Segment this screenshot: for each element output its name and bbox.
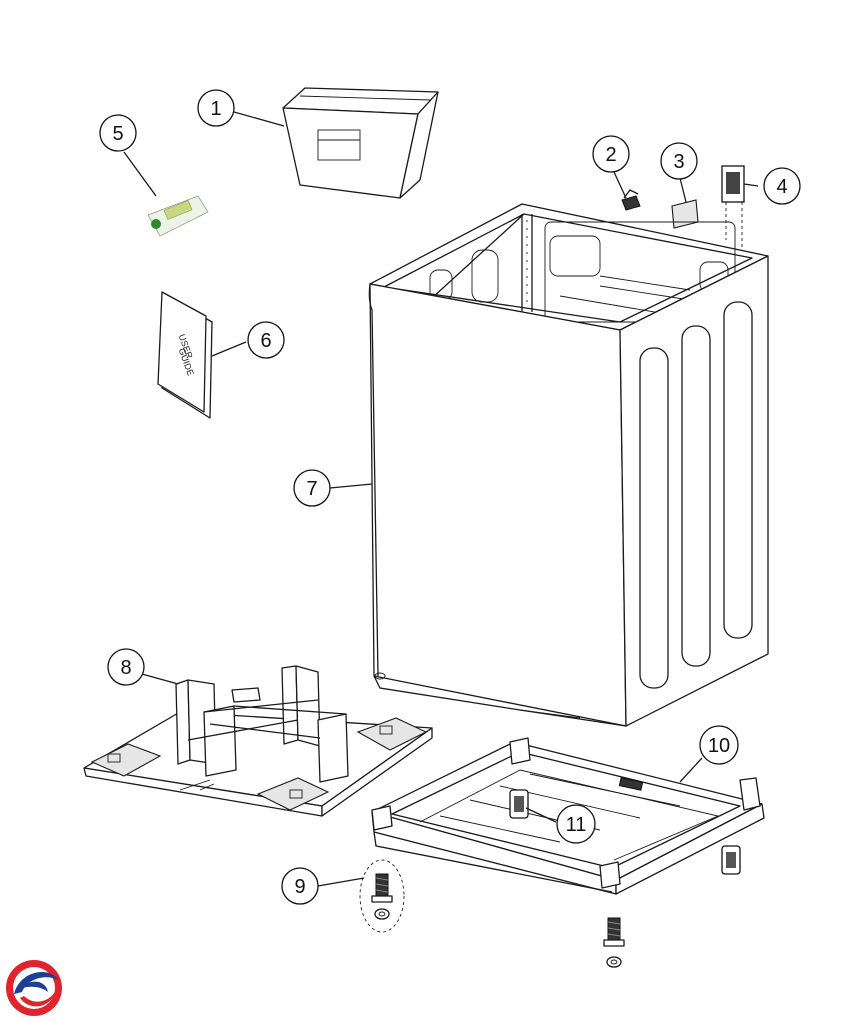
callout-10: 10 [699, 725, 739, 765]
callout-8: 8 [107, 648, 145, 686]
callout-11: 11 [556, 804, 596, 844]
part-9-leveling-foot [359, 859, 625, 968]
svg-text:6: 6 [260, 330, 271, 352]
part-11-foot-insert [509, 789, 741, 875]
svg-text:9: 9 [294, 876, 305, 898]
svg-text:11: 11 [566, 814, 587, 836]
callout-9: 9 [281, 867, 319, 905]
svg-text:7: 7 [306, 478, 317, 500]
part-8-shipping-base [83, 665, 433, 817]
callout-2: 2 [592, 135, 630, 173]
part-3-label [671, 199, 699, 229]
brand-logo [6, 960, 62, 1016]
callout-5: 5 [99, 114, 137, 152]
svg-text:2: 2 [605, 144, 616, 166]
callout-3: 3 [660, 142, 698, 180]
svg-text:1: 1 [210, 98, 221, 120]
callout-4: 4 [763, 167, 801, 205]
part-2-clip [621, 189, 641, 211]
part-6-user-guide: USER GUIDE [157, 291, 213, 419]
svg-text:8: 8 [120, 657, 131, 679]
callout-6: 6 [247, 321, 285, 359]
part-1-dispenser-drawer [282, 87, 439, 199]
part-4-lid-switch [721, 165, 745, 252]
part-5-accessory-pack [147, 195, 209, 237]
leader-lines [123, 111, 759, 887]
part-7-cabinet [368, 203, 769, 727]
svg-text:4: 4 [776, 176, 787, 198]
callout-1: 1 [197, 89, 235, 127]
callout-7: 7 [293, 469, 331, 507]
svg-text:10: 10 [708, 735, 730, 757]
svg-text:3: 3 [673, 151, 684, 173]
svg-text:5: 5 [112, 123, 123, 145]
